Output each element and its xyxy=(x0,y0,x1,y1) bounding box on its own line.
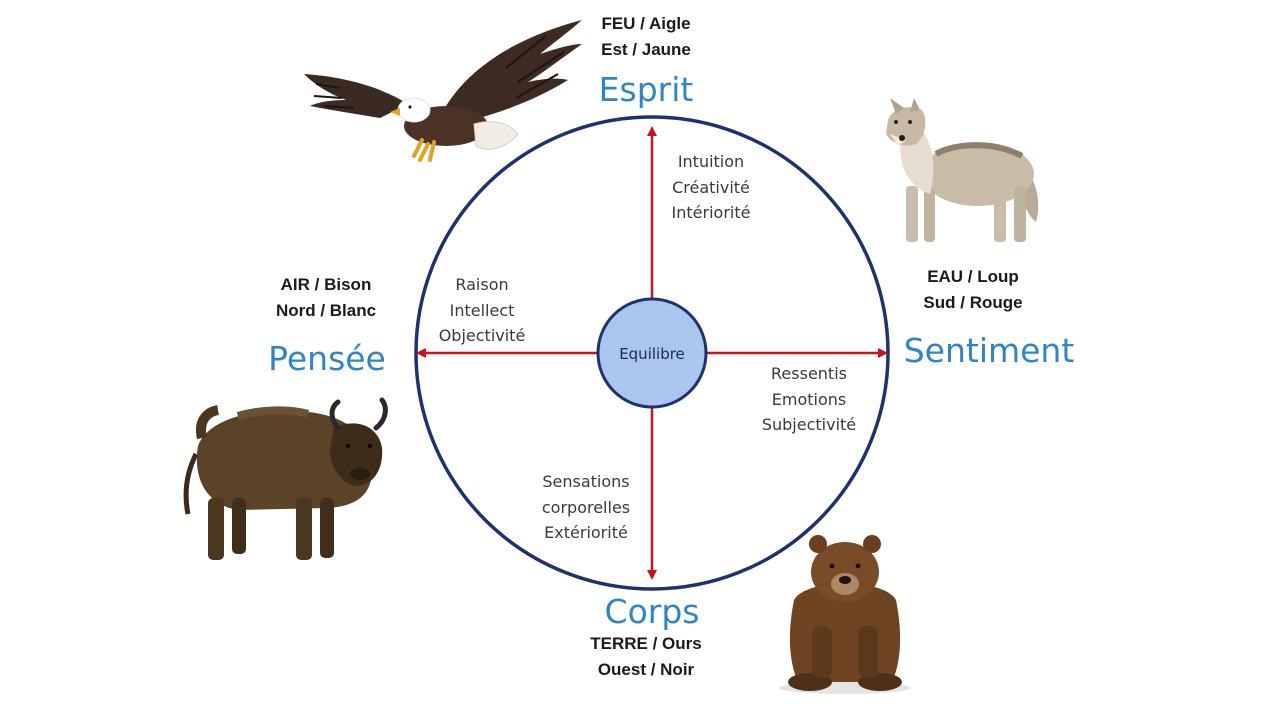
quadrant-item: corporelles xyxy=(541,497,631,517)
top-direction-line: Est / Jaune xyxy=(601,40,691,59)
left-element-line: AIR / Bison xyxy=(280,275,372,294)
eagle-icon xyxy=(304,20,582,162)
left-info: AIR / Bison Nord / Blanc xyxy=(276,272,376,324)
title-pensee: Pensée xyxy=(268,339,386,378)
quadrant-item: Raison xyxy=(455,275,509,294)
quadrant-item: Intellect xyxy=(449,300,515,320)
quadrant-item: Intuition xyxy=(677,152,745,171)
bottom-element-line: TERRE / Ours xyxy=(590,634,702,653)
bottom-info: TERRE / Ours Ouest / Noir xyxy=(590,631,701,683)
title-sentiment: Sentiment xyxy=(903,331,1075,370)
title-corps: Corps xyxy=(604,592,700,631)
right-direction-line: Sud / Rouge xyxy=(923,293,1023,312)
quadrant-item: Intériorité xyxy=(671,203,751,222)
quadrant-item: Créativité xyxy=(672,177,750,197)
quadrant-item: Sensations xyxy=(542,472,630,491)
quadrant-item: Ressentis xyxy=(771,364,847,383)
quadrant-bottom-list: Sensations corporelles Extériorité xyxy=(542,469,630,546)
title-esprit: Esprit xyxy=(598,70,694,109)
quadrant-item: Emotions xyxy=(771,389,847,409)
right-info: EAU / Loup Sud / Rouge xyxy=(923,264,1022,316)
quadrant-item: Extériorité xyxy=(544,523,628,542)
quadrant-top-list: Intuition Créativité Intériorité xyxy=(672,149,751,226)
top-info: FEU / Aigle Est / Jaune xyxy=(601,11,691,63)
center-circle xyxy=(596,297,708,409)
bison-icon xyxy=(183,397,388,560)
bottom-direction-line: Ouest / Noir xyxy=(597,660,695,679)
quadrant-right-list: Ressentis Emotions Subjectivité xyxy=(762,361,856,438)
left-direction-line: Nord / Blanc xyxy=(275,301,377,320)
top-element-line: FEU / Aigle xyxy=(601,14,691,33)
bear-icon xyxy=(779,535,911,694)
right-element-line: EAU / Loup xyxy=(927,267,1019,286)
center-label: Equilibre xyxy=(619,345,685,363)
quadrant-item: Subjectivité xyxy=(761,415,857,434)
wolf-icon xyxy=(886,98,1039,242)
quadrant-item: Objectivité xyxy=(438,326,526,345)
quadrant-left-list: Raison Intellect Objectivité xyxy=(439,272,526,349)
